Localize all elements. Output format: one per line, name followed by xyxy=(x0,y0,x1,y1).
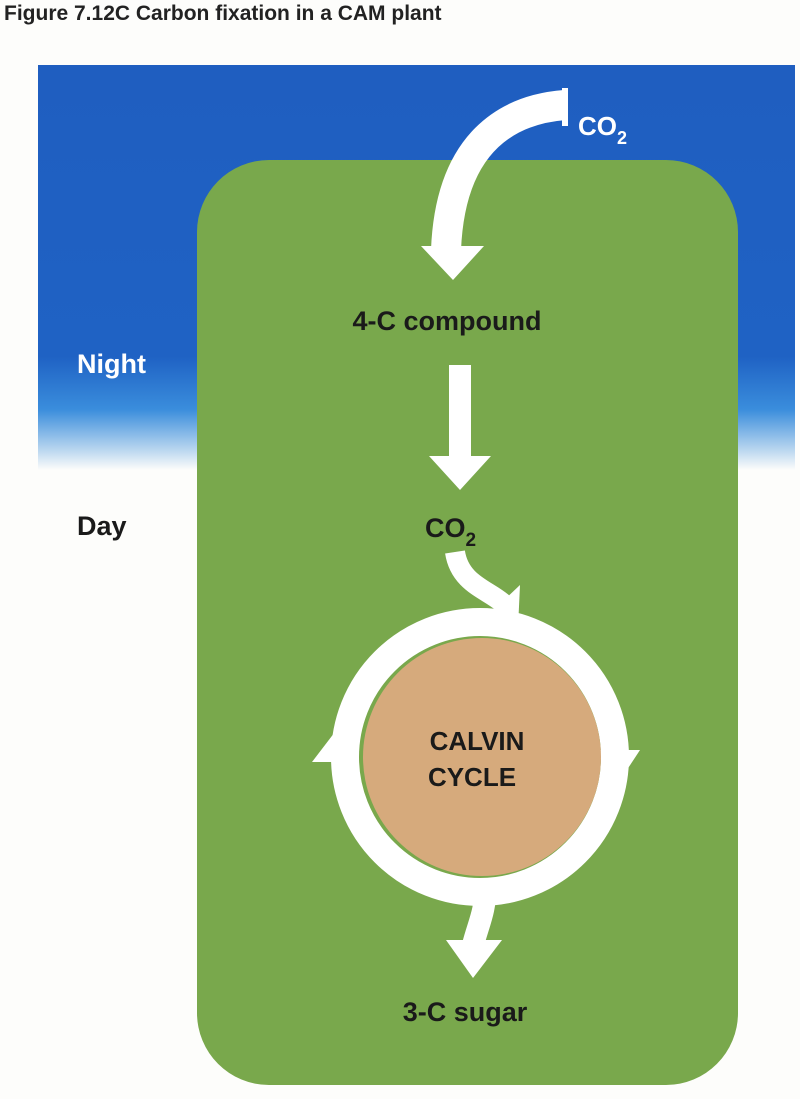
day-label: Day xyxy=(77,511,127,541)
co2-intake-label: CO2 xyxy=(578,111,627,148)
night-label: Night xyxy=(77,349,146,379)
calvin-label-line1: CALVIN xyxy=(430,726,525,756)
figure-title: Figure 7.12C Carbon fixation in a CAM pl… xyxy=(4,2,442,25)
co2-intake-arrow xyxy=(421,88,568,280)
sugar-output-arrow xyxy=(446,887,502,978)
compound-label: 4-C compound xyxy=(353,306,542,336)
calvin-cycle xyxy=(363,638,601,876)
sugar-label: 3-C sugar xyxy=(403,997,528,1027)
release-arrow xyxy=(429,365,491,490)
co2-released-label: CO2 xyxy=(425,513,476,551)
calvin-label-line2: CYCLE xyxy=(428,762,516,792)
